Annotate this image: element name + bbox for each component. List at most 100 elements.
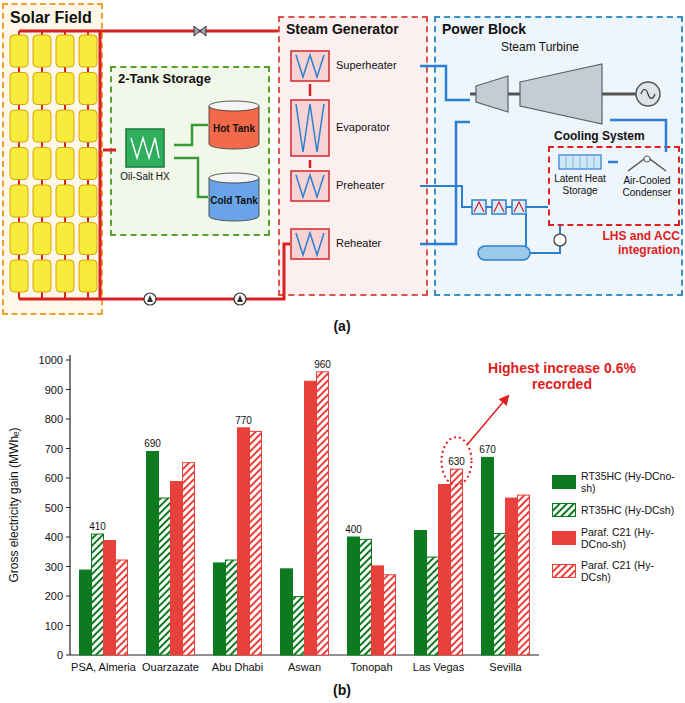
- solar-collector: [33, 73, 51, 105]
- feedwater-heater: [492, 200, 506, 214]
- label-slot: 630: [448, 456, 465, 468]
- axis-tick: [66, 507, 70, 508]
- solar-collector: [79, 185, 97, 217]
- data-bar: [183, 463, 195, 655]
- legend-swatch: [552, 503, 576, 517]
- value-label: 670: [479, 444, 496, 456]
- solar-collector: [10, 110, 28, 142]
- label-slot: Las Vegas: [413, 661, 464, 674]
- heater-coil: [514, 202, 524, 212]
- heat-exchanger-icon: [125, 128, 165, 168]
- heater-coil: [494, 202, 504, 212]
- data-bar: [305, 381, 317, 655]
- tick-label: 600: [45, 472, 63, 485]
- category-label: Tonopah: [350, 661, 392, 674]
- exchanger-coil: [296, 55, 324, 77]
- value-label: 630: [448, 456, 465, 468]
- data-bar: [360, 539, 372, 655]
- component-label: Air-Cooled Condenser: [618, 175, 676, 198]
- axis-tick: [66, 360, 70, 361]
- storage-fin: [580, 156, 581, 168]
- label-slot: (a): [333, 318, 350, 334]
- value-label: 400: [345, 524, 362, 536]
- legend-row: Paraf. C21 (Hy-DCno-sh): [552, 526, 683, 550]
- label-slot: 410: [89, 521, 106, 533]
- header-pipe: [99, 31, 102, 299]
- category-label: Abu Dhabi: [212, 661, 263, 674]
- tank-edge: [259, 106, 260, 144]
- chart-legend: RT35HC (Hy-DCno-sh) RT35HC (Hy-DCsh) Paraf…: [552, 470, 683, 592]
- generator-symbol: [636, 82, 660, 106]
- exchanger-coil: [296, 104, 324, 152]
- tick-label: 300: [45, 560, 63, 573]
- component-label: Cold Tank: [210, 195, 258, 206]
- tick-label: 400: [45, 531, 63, 544]
- data-bar: [147, 451, 159, 655]
- pump-symbol: [554, 234, 566, 246]
- tank-edge: [259, 178, 260, 216]
- condenser-fan: [644, 156, 650, 162]
- label-slot: 100: [45, 619, 63, 632]
- region-panel: Oil-Salt HXHot TankCold Tank2-Tank Stora…: [110, 66, 270, 236]
- tick-label: 800: [45, 413, 63, 426]
- exchanger-body: [291, 229, 329, 259]
- legend-text: RT35HC (Hy-DCno-sh): [581, 470, 683, 494]
- legend-row: RT35HC (Hy-DCsh): [552, 503, 683, 517]
- header-pipe: [19, 298, 103, 301]
- annotation: LHS and ACC integration: [584, 230, 680, 258]
- heat-exchanger: Preheater: [290, 168, 420, 204]
- data-bar: [80, 570, 92, 655]
- data-bar: [171, 482, 183, 655]
- tick-label: 700: [45, 442, 63, 455]
- label-slot: (b): [333, 682, 351, 698]
- label-slot: 500: [45, 501, 63, 514]
- value-label: 410: [89, 521, 106, 533]
- heat-exchanger: Oil-Salt HX: [116, 128, 174, 208]
- legend-text: Paraf. C21 (Hy-DCno-sh): [581, 526, 683, 550]
- label-slot: 1000: [39, 354, 63, 367]
- tick-label: 500: [45, 501, 63, 514]
- deaerator: [478, 246, 530, 260]
- heat-exchanger: Superheater: [290, 48, 420, 84]
- label-slot: 960: [314, 358, 331, 370]
- data-bar: [116, 560, 128, 655]
- solar-collector: [79, 148, 97, 180]
- exchanger-coil: [131, 138, 159, 158]
- condenser-icon: [625, 154, 669, 172]
- label-slot: 400: [45, 531, 63, 544]
- data-bar: [482, 457, 494, 655]
- valve-symbol: [194, 26, 206, 36]
- solar-collector: [10, 223, 28, 255]
- exchanger-body: [291, 100, 329, 156]
- solar-collector: [56, 73, 74, 105]
- category-label: Aswan: [288, 661, 321, 674]
- exchanger-body: [291, 171, 329, 201]
- storage-body: [559, 155, 601, 169]
- label-slot: Sevilla: [489, 661, 521, 674]
- axis-title: Gross electricity gain (MWhₑ): [8, 427, 22, 582]
- turbine-stage: [520, 64, 602, 124]
- swatch-fill: [553, 565, 576, 578]
- label-slot: 900: [45, 383, 63, 396]
- data-bar: [439, 484, 451, 655]
- label-slot: LHS and ACC integration: [584, 230, 680, 258]
- label-slot: 600: [45, 472, 63, 485]
- solar-collector: [56, 260, 74, 292]
- legend-swatch: [552, 475, 576, 489]
- region-panel: SuperheaterEvaporatorPreheaterReheaterSt…: [278, 16, 428, 296]
- component-label: Reheater: [336, 237, 381, 250]
- label-slot: Tonopah: [350, 661, 392, 674]
- heater-coil: [474, 202, 484, 212]
- region-heading: Solar Field: [10, 8, 95, 27]
- storage-fin: [573, 156, 574, 168]
- generator-wave: [641, 90, 655, 99]
- heat-exchanger: Evaporator: [290, 96, 420, 160]
- data-bar: [226, 560, 238, 655]
- axis-tick: [66, 537, 70, 538]
- category-label: Sevilla: [489, 661, 521, 674]
- label-slot: 700: [45, 442, 63, 455]
- pipe-connector: [103, 149, 116, 152]
